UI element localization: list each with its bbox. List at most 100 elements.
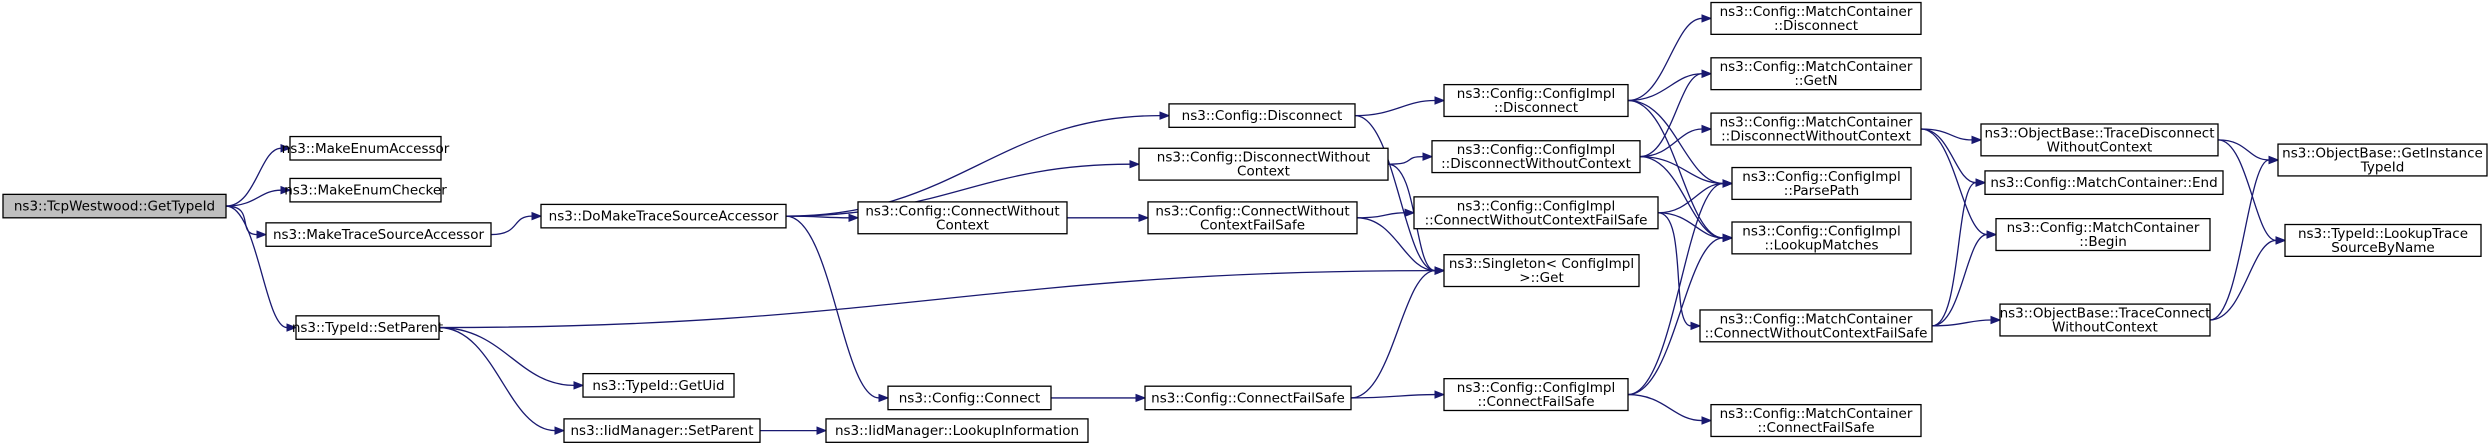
edge-mcConnectWithoutContextFailSafe-to-mcBegin — [1931, 230, 1998, 327]
arrowhead — [1975, 178, 1987, 187]
arrowhead — [1986, 230, 1998, 239]
node-mcConnectFailSafe[interactable]: ns3::Config::MatchContainer::ConnectFail… — [1710, 403, 1922, 438]
node-box — [1431, 140, 1641, 174]
node-mcConnectWithoutContextFailSafe[interactable]: ns3::Config::MatchContainer::ConnectWith… — [1699, 309, 1933, 343]
node-root[interactable]: ns3::TcpWestwood::GetTypeId — [2, 193, 227, 219]
arrowhead — [1990, 315, 2002, 325]
node-implLookupMatches[interactable]: ns3::Config::ConfigImpl::LookupMatches — [1731, 221, 1912, 255]
edge-root-to-makeEnumAccessor — [225, 144, 292, 207]
arrowhead — [1722, 233, 1734, 243]
node-doMakeTraceSourceAccessor[interactable]: ns3::DoMakeTraceSourceAccessor — [540, 203, 787, 229]
node-implConnectFailSafe[interactable]: ns3::Config::ConfigImpl::ConnectFailSafe — [1443, 378, 1629, 412]
arrowhead — [531, 211, 543, 221]
edge-configConnectWithoutContext-to-configConnectWithoutContextFailSafe — [1066, 213, 1150, 223]
edge-line — [1627, 99, 1724, 185]
edge-mcConnectWithoutContextFailSafe-to-mcEnd — [1931, 178, 1987, 327]
arrowhead — [280, 144, 292, 153]
node-label: ns3::Config::MatchContainer — [1720, 406, 1913, 422]
node-iidManagerSetParent[interactable]: ns3::IidManager::SetParent — [563, 418, 761, 443]
node-mcEnd[interactable]: ns3::Config::MatchContainer::End — [1984, 170, 2224, 196]
node-implDisconnect[interactable]: ns3::Config::ConfigImpl::Disconnect — [1443, 83, 1629, 118]
node-box — [887, 385, 1052, 411]
edge-line — [1627, 182, 1724, 396]
node-configDisconnectWithoutContext[interactable]: ns3::Config::DisconnectWithoutContext — [1138, 147, 1389, 181]
node-label: ns3::Config::MatchContainer — [1720, 59, 1913, 75]
edge-doMakeTraceSourceAccessor-to-configDisconnectWithoutContext — [785, 159, 1141, 217]
node-makeEnumChecker[interactable]: ns3::MakeEnumChecker — [284, 177, 447, 203]
node-label: ns3::MakeEnumChecker — [284, 183, 447, 199]
edge-line — [1350, 269, 1436, 399]
node-box — [1413, 196, 1659, 230]
edge-line — [1657, 182, 1724, 214]
edge-line — [1931, 233, 1988, 327]
node-singletonGet[interactable]: ns3::Singleton< ConfigImpl >::Get — [1443, 254, 1640, 288]
edge-line — [1657, 212, 1724, 239]
node-implConnectWithoutContextFailSafe[interactable]: ns3::Config::ConfigImpl::ConnectWithoutC… — [1413, 196, 1659, 230]
node-box — [295, 315, 440, 340]
node-box — [825, 418, 1089, 443]
edge-line — [1627, 237, 1724, 396]
edge-line — [1627, 73, 1703, 102]
node-label: ns3::Config::MatchContainer — [2007, 220, 2200, 236]
node-label: ns3::Config::ConfigImpl — [1457, 198, 1615, 214]
node-configConnectFailSafe[interactable]: ns3::Config::ConnectFailSafe — [1144, 385, 1352, 411]
arrowhead — [1971, 135, 1983, 145]
arrowhead — [2268, 155, 2280, 165]
arrowhead — [1159, 111, 1171, 120]
node-box — [1731, 166, 1912, 201]
edge-doMakeTraceSourceAccessor-to-configDisconnect — [785, 111, 1171, 217]
edge-obTraceDisconnectWithoutContext-to-typeIdLookupTraceSourceByName — [2217, 139, 2287, 245]
node-label: ns3::Config::ConfigImpl — [1742, 169, 1900, 185]
node-configConnectWithoutContext[interactable]: ns3::Config::ConnectWithoutContext — [857, 201, 1068, 235]
node-box — [1168, 103, 1356, 128]
edge-implDisconnect-to-mcDisconnect — [1627, 14, 1713, 102]
node-configConnect[interactable]: ns3::Config::Connect — [887, 385, 1052, 411]
edge-line — [1627, 393, 1703, 422]
node-implParsePath[interactable]: ns3::Config::ConfigImpl::ParsePath — [1731, 166, 1912, 201]
edge-line — [438, 326, 556, 432]
arrowhead — [1135, 393, 1147, 403]
edges — [225, 14, 2287, 435]
node-makeTraceSourceAccessor[interactable]: ns3::MakeTraceSourceAccessor — [265, 222, 492, 247]
node-configConnectWithoutContextFailSafe[interactable]: ns3::Config::ConnectWithoutContextFailSa… — [1147, 201, 1358, 235]
node-implDisconnectWithoutContext[interactable]: ns3::Config::ConfigImpl::DisconnectWitho… — [1431, 140, 1641, 174]
edge-configConnect-to-configConnectFailSafe — [1051, 393, 1147, 403]
arrowhead — [1701, 416, 1713, 425]
arrowhead — [1701, 69, 1713, 78]
node-obTraceDisconnectWithoutContext[interactable]: ns3::ObjectBase::TraceDisconnectWithoutC… — [1980, 123, 2219, 157]
node-mcBegin[interactable]: ns3::Config::MatchContainer::Begin — [1995, 217, 2211, 252]
node-label: Context — [1237, 164, 1290, 180]
edge-line — [225, 205, 258, 236]
node-label: ::ConnectFailSafe — [1757, 420, 1874, 436]
edge-line — [2217, 139, 2277, 242]
node-label: ::Disconnect — [1774, 18, 1858, 34]
arrowhead — [1434, 390, 1446, 399]
node-label: ns3::Config::ConfigImpl — [1457, 86, 1615, 102]
edge-implConnectFailSafe-to-implParsePath — [1627, 179, 1734, 396]
edge-line — [1639, 156, 1724, 185]
node-typeIdSetParent[interactable]: ns3::TypeId::SetParent — [292, 315, 443, 340]
node-mcDisconnectWithoutContext[interactable]: ns3::Config::MatchContainer::DisconnectW… — [1710, 112, 1922, 146]
node-makeEnumAccessor[interactable]: ns3::MakeEnumAccessor — [282, 135, 450, 161]
node-obTraceConnectWithoutContext[interactable]: ns3::ObjectBase::TraceConnectWithoutCont… — [1999, 303, 2211, 337]
node-box — [2, 193, 227, 219]
node-box — [540, 203, 787, 229]
node-label: ns3::IidManager::SetParent — [571, 423, 754, 439]
node-configDisconnect[interactable]: ns3::Config::Disconnect — [1168, 103, 1356, 128]
node-label: ns3::Config::ConfigImpl — [1457, 380, 1615, 396]
edge-line — [225, 189, 282, 207]
node-mcDisconnect[interactable]: ns3::Config::MatchContainer::Disconnect — [1710, 1, 1922, 35]
node-label: ns3::Config::ConnectWithout — [865, 203, 1059, 219]
node-mcGetN[interactable]: ns3::Config::MatchContainer::GetN — [1710, 57, 1922, 91]
node-label: ns3::Config::MatchContainer — [1720, 115, 1913, 131]
node-box — [2277, 143, 2488, 177]
node-box — [1147, 201, 1358, 235]
node-iidManagerLookupInformation[interactable]: ns3::IidManager::LookupInformation — [825, 418, 1089, 443]
node-label: ns3::Config::MatchContainer::End — [1990, 175, 2217, 191]
edge-root-to-makeEnumChecker — [225, 185, 292, 207]
node-typeIdGetUid[interactable]: ns3::TypeId::GetUid — [582, 372, 735, 398]
node-label: ns3::MakeEnumAccessor — [282, 141, 450, 157]
